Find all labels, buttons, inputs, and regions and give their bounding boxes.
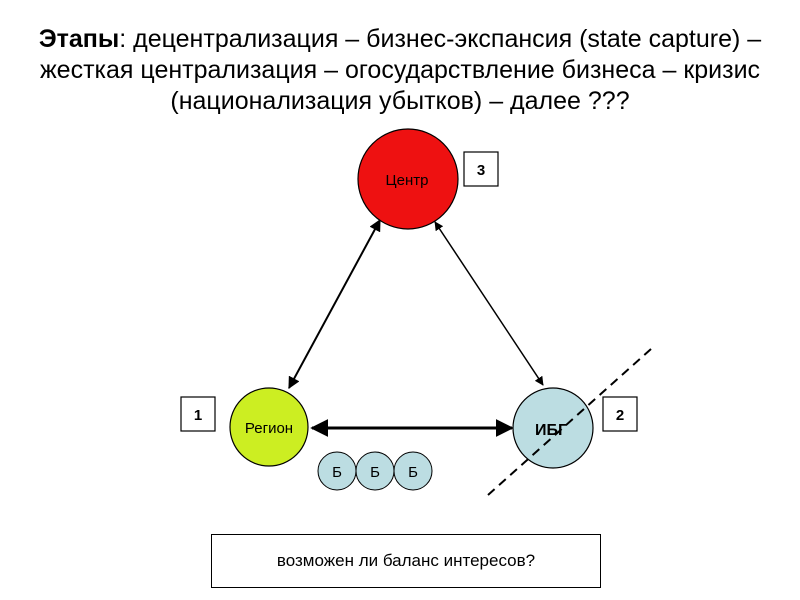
arrow-center-ibg xyxy=(434,221,544,386)
badge-ibg-box xyxy=(602,396,638,432)
center-circle xyxy=(357,128,459,230)
ibg-circle xyxy=(512,387,594,469)
dashed-cut-line xyxy=(487,348,652,496)
region-label: Регион xyxy=(245,420,293,437)
node-center: Центр xyxy=(357,128,459,230)
badge-center-box xyxy=(463,151,499,187)
title-rest: : децентрализация – бизнес-экспансия (st… xyxy=(39,25,762,115)
center-label: Центр xyxy=(386,172,429,189)
page-title: Этапы: децентрализация – бизнес-экспанси… xyxy=(20,24,780,117)
badge-region-box xyxy=(180,396,216,432)
arrow-center-region xyxy=(288,218,381,390)
question-text: возможен ли баланс интересов? xyxy=(276,551,536,570)
question-box: возможен ли баланс интересов? xyxy=(211,534,601,588)
bank-label: Б xyxy=(408,464,418,481)
node-region: Регион xyxy=(229,387,309,467)
bank-label: Б xyxy=(332,464,342,481)
node-ibg: ИБГ xyxy=(512,387,594,469)
ibg-label: ИБГ xyxy=(535,422,567,439)
badge-ibg-label: 2 xyxy=(616,407,624,424)
badge-region-label: 1 xyxy=(194,407,202,424)
badge-center: 3 xyxy=(463,151,499,187)
title-bold: Этапы xyxy=(38,25,120,53)
badge-ibg: 2 xyxy=(602,396,638,432)
bank-label: Б xyxy=(370,464,380,481)
region-circle xyxy=(229,387,309,467)
badge-region: 1 xyxy=(180,396,216,432)
banks-group: Б Б Б xyxy=(317,451,433,491)
badge-center-label: 3 xyxy=(477,162,485,179)
bank-circle xyxy=(393,451,433,491)
